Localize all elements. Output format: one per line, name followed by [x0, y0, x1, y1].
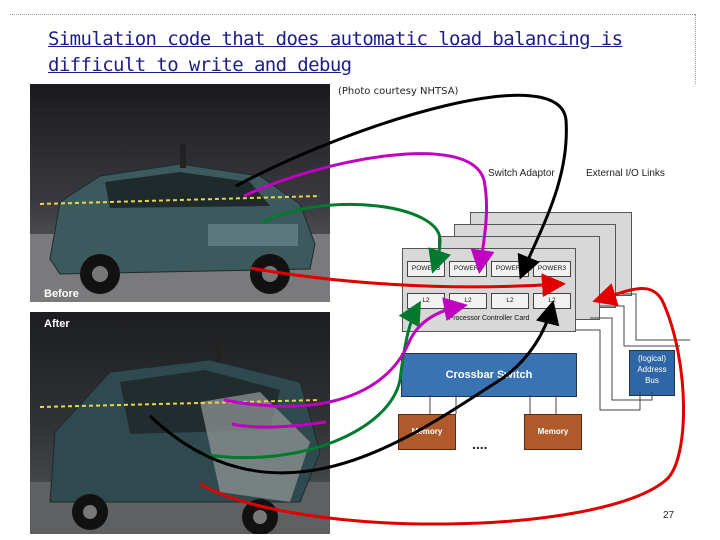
magenta-arrow-top: [243, 152, 495, 274]
l2-cache: L2: [491, 293, 529, 309]
magenta-arrow-lower: [231, 420, 327, 429]
external-io-links-label: External I/O Links: [586, 168, 665, 179]
black-arrow-bottom: [148, 300, 560, 475]
right-dotted-rule: [695, 14, 696, 84]
ellipsis: ....: [472, 436, 488, 452]
minivan-after-illustration: [30, 338, 330, 534]
crossbar-switch: Crossbar Switch: [401, 353, 577, 397]
logical-address-bus: (logical) Address Bus: [629, 350, 675, 396]
red-arrow-top: [249, 266, 566, 298]
switch-adaptor-label: Switch Adaptor: [488, 168, 555, 179]
minivan-before-illustration: [30, 144, 330, 302]
title-line-2: difficult to write and debug: [48, 54, 352, 76]
memory-block-left: Memory: [398, 414, 456, 450]
before-crash-photo: Before: [30, 84, 330, 302]
memory-block-right: Memory: [524, 414, 582, 450]
magenta-arrow-bottom: [223, 297, 468, 408]
after-caption: After: [44, 318, 70, 330]
card-label: Processor Controller Card: [448, 315, 530, 322]
slide-title: Simulation code that does automatic load…: [48, 26, 688, 78]
black-arrow-top: [235, 93, 568, 280]
after-crash-photo: After: [30, 312, 330, 534]
top-dotted-rule: [10, 14, 695, 15]
before-caption: Before: [44, 288, 79, 300]
red-arrow-bottom: [199, 283, 686, 526]
green-arrow-bottom: [199, 300, 421, 459]
photo-credit: (Photo courtesy NHTSA): [338, 86, 459, 97]
title-line-1: Simulation code that does automatic load…: [48, 28, 623, 50]
page-number: 27: [663, 510, 675, 521]
green-arrow-top: [261, 202, 452, 274]
